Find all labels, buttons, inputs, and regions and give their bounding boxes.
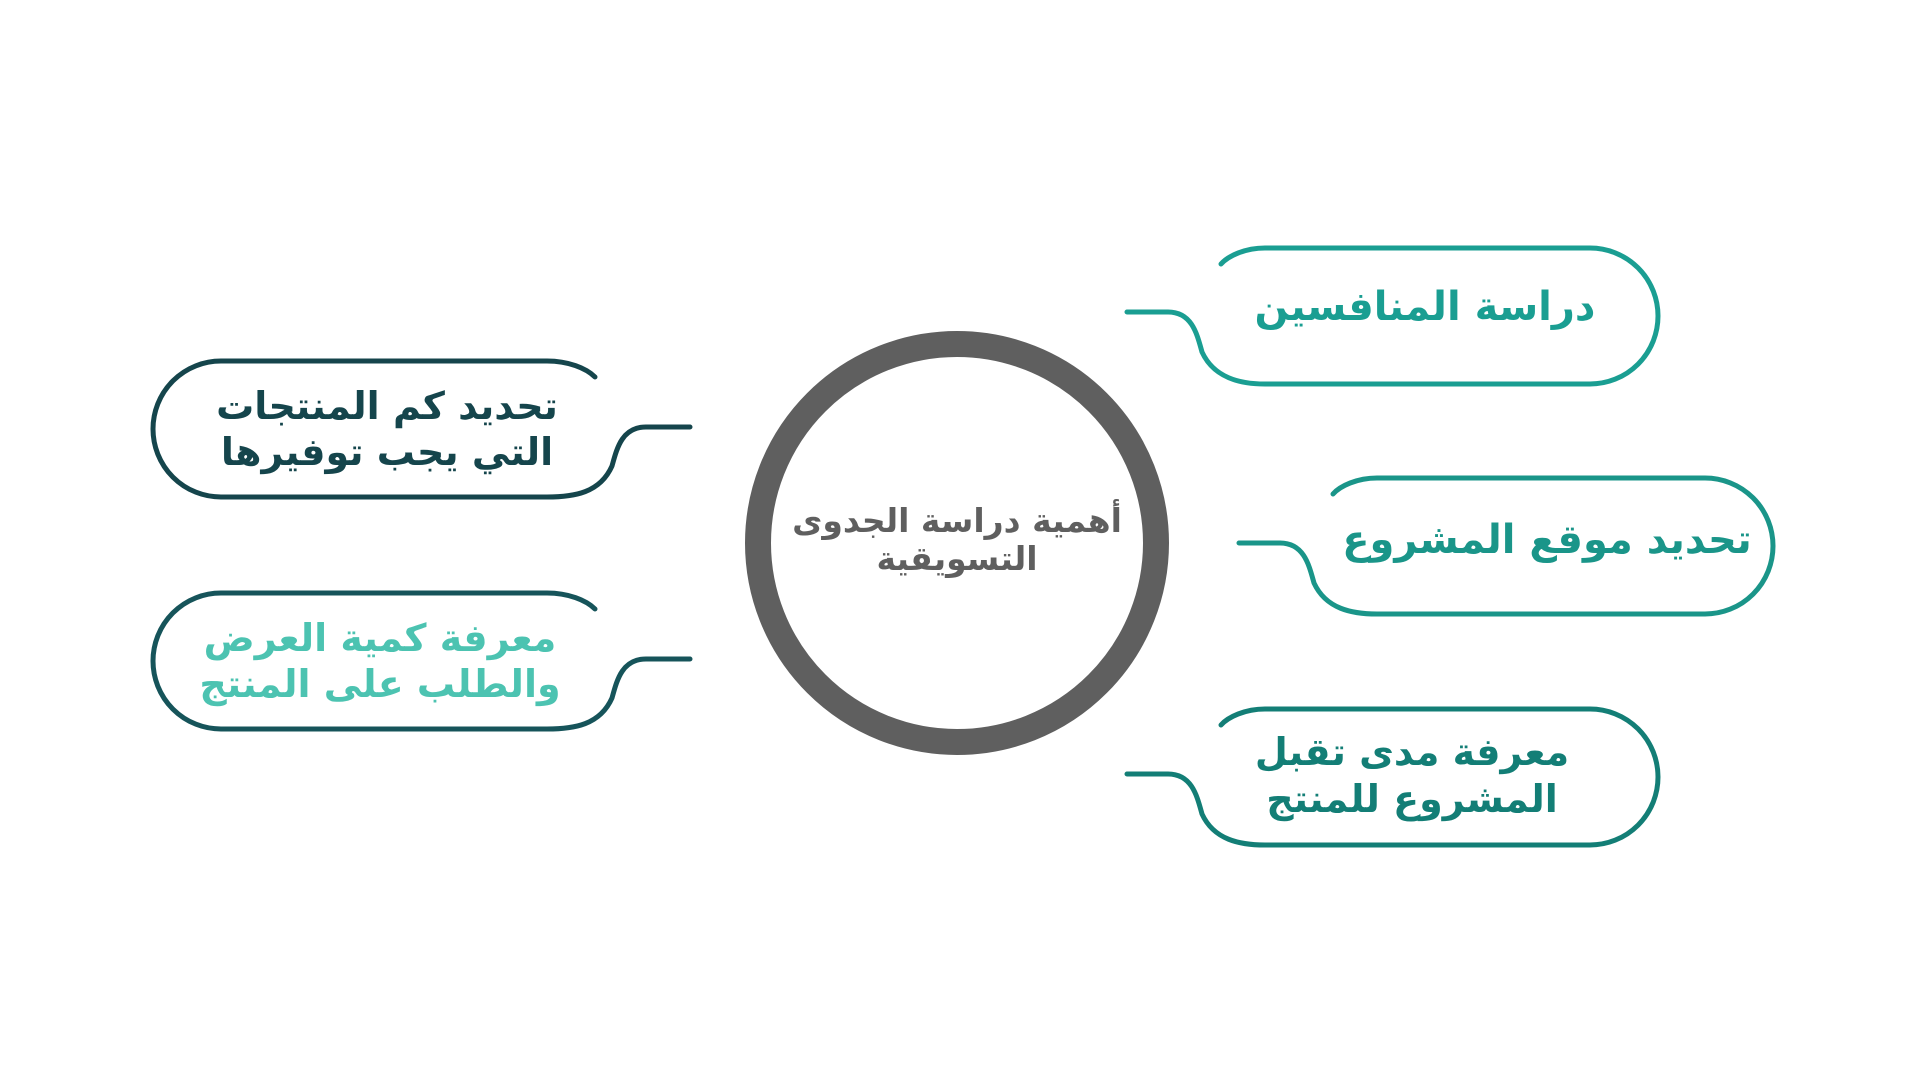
node-product-quantity: تحديد كم المنتجات التي يجب توفيرها (150, 358, 693, 500)
center-title-line1: أهمية دراسة الجدوى (792, 499, 1122, 541)
node-acceptance-text-line2: المشروع للمنتج (1266, 777, 1558, 822)
center-ring (745, 331, 1169, 755)
center-node: أهمية دراسة الجدوى التسويقية (745, 331, 1169, 755)
node-location-text: تحديد موقع المشروع (1342, 517, 1752, 563)
node-supply-demand-text-line1: معرفة كمية العرض (204, 616, 557, 660)
node-competitors: دراسة المنافسين (1124, 245, 1661, 387)
node-acceptance-outline (1124, 706, 1661, 848)
node-competitors-text: دراسة المنافسين (1255, 284, 1596, 330)
node-product-quantity-text-line1: تحديد كم المنتجات (216, 384, 558, 429)
node-supply-demand: معرفة كمية العرض والطلب على المنتج (150, 590, 693, 732)
node-competitors-outline (1124, 245, 1661, 387)
node-location-outline (1236, 475, 1776, 617)
node-location: تحديد موقع المشروع (1236, 475, 1776, 617)
node-product-quantity-text-line2: التي يجب توفيرها (221, 430, 553, 474)
node-product-quantity-outline (150, 358, 693, 500)
center-title-line2: التسويقية (876, 539, 1037, 579)
node-acceptance: معرفة مدى تقبل المشروع للمنتج (1124, 706, 1661, 848)
node-supply-demand-text-line2: والطلب على المنتج (199, 662, 560, 707)
node-supply-demand-outline (150, 590, 693, 732)
node-acceptance-text-line1: معرفة مدى تقبل (1255, 730, 1569, 774)
